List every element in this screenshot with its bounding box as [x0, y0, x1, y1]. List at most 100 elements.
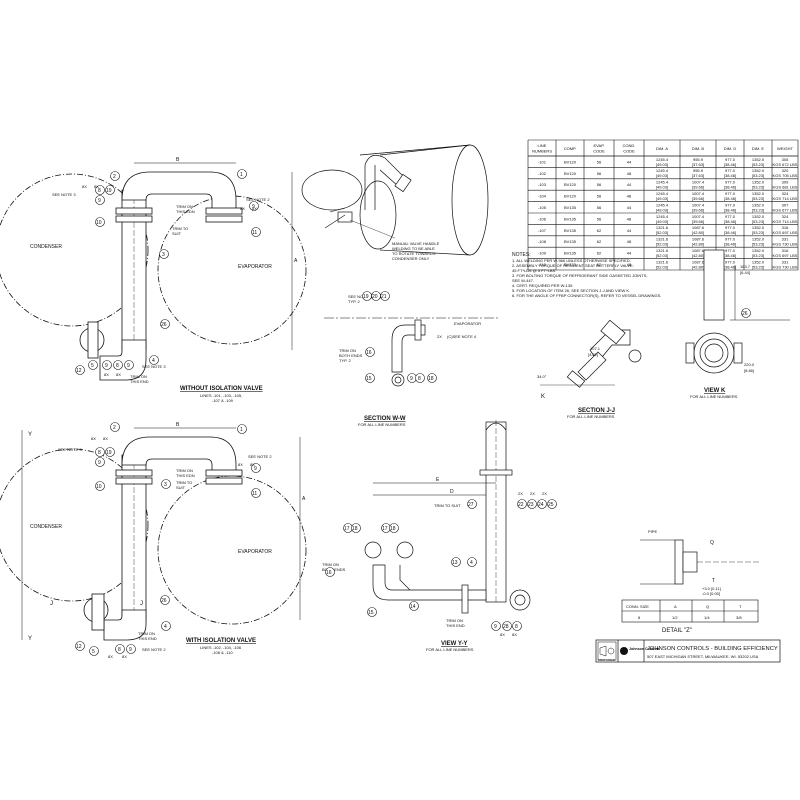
svg-text:10: 10 [96, 220, 102, 226]
table-cell: KGS 714 LBS [773, 219, 798, 224]
svg-text:17: 17 [382, 526, 388, 532]
qty-2x: 2X [530, 491, 535, 496]
first-angle-label: FIRST ANGLE [598, 658, 615, 662]
company-name: JOHNSON CONTROLS - BUILDING EFFICIENCY [647, 646, 778, 652]
note-line: 1. ALL WELDING PER W-966 UNLESS OTHERWIS… [512, 258, 631, 263]
table-cell: [52.03] [656, 264, 668, 269]
qty-8x: 8X [94, 184, 99, 189]
table-cell: [37.63] [692, 173, 704, 178]
qty-2x: 2X [542, 491, 547, 496]
table-cell: [37.63] [692, 162, 704, 167]
table-cell: KGS 714 LBS [773, 196, 798, 201]
flange [115, 215, 153, 223]
table-cell: [38.46] [724, 196, 736, 201]
table-cell: 44 [627, 159, 632, 164]
detail-z-title: DETAIL "Z" [662, 628, 692, 634]
qty-2x: 2X [518, 491, 523, 496]
svg-text:1: 1 [240, 172, 243, 178]
svg-text:13: 13 [452, 560, 458, 566]
company-address: 507 EAST MICHIGAN STREET, MILWAUKEE, WI.… [647, 654, 759, 659]
table-cell: KGS 705 LBS [773, 173, 798, 178]
svg-text:K: K [541, 394, 545, 400]
trim-both-typ-1: TRIM ON [339, 348, 356, 353]
section-ww: EVAPORATOR 2X (C)SEE NOTE 4 SEE NOTE 2 T… [324, 291, 500, 427]
trim-on-this-edn-1: TRIM ON [176, 468, 193, 473]
dim-107-2: [4.22] [588, 352, 598, 357]
table-cell: 1352.0 [752, 157, 765, 162]
svg-text:E: E [436, 477, 440, 483]
svg-text:8: 8 [98, 188, 101, 194]
logo-word: Johnson Controls [629, 647, 660, 651]
table-cell: BV120 [564, 159, 577, 164]
svg-text:B: B [176, 422, 180, 428]
table-cell: 1087.6 [692, 237, 705, 242]
table-cell: BV135 [564, 239, 577, 244]
notes-block: NOTES: 1. ALL WELDING PER W-966 UNLESS O… [512, 252, 661, 298]
svg-text:22: 22 [518, 502, 524, 508]
svg-text:9: 9 [129, 647, 132, 653]
view-k: 163.7 [6.44] 220.0 [8.66] 26 VIEW K FOR … [685, 249, 790, 399]
table-cell: 1245.4 [656, 214, 669, 219]
table-cell: [49.03] [656, 196, 668, 201]
evaporator-shell [157, 195, 307, 345]
trim-both-1: TRIM ON [322, 562, 339, 567]
detail-z: PIPE +3.0 [0.11] -0.0 [0.00] Q T CONN. S… [621, 529, 760, 634]
table-cell: 1007.4 [692, 202, 705, 207]
table-cell: 1245.4 [656, 180, 669, 185]
svg-text:16: 16 [366, 350, 372, 356]
balloons-yy: 17 18 17 18 16 15 14 13 4 9 28 8 22 23 2… [325, 499, 557, 631]
evaporator-label: EVAPORATOR [454, 321, 481, 326]
table-cell: 56 [597, 182, 602, 187]
conn-cell: 8 [638, 615, 641, 620]
trim-to-suit-2: SUIT [176, 485, 186, 490]
svg-text:12: 12 [76, 644, 82, 650]
table-cell: 1007.4 [692, 191, 705, 196]
table-cell: [38.46] [724, 162, 736, 167]
table-cell: [53.23] [752, 207, 764, 212]
with-lines-1: LINES -102, -104, -106 [200, 645, 242, 650]
qty-8x: 8X [252, 206, 257, 211]
see-note-3: SEE NOTE 3 [58, 447, 82, 452]
table-cell: 1352.0 [752, 237, 765, 242]
svg-text:B: B [176, 157, 180, 163]
table-cell: 977.0 [725, 168, 736, 173]
table-cell: BV120 [564, 182, 577, 187]
balloons-top: 2 8 19 9 10 1 9 11 3 26 4 12 5 9 8 9 [75, 169, 261, 375]
table-cell: 62 [597, 262, 602, 267]
svg-text:11: 11 [252, 230, 257, 236]
table-cell: [38.46] [724, 185, 736, 190]
svg-text:J: J [140, 601, 143, 607]
svg-text:15: 15 [368, 610, 374, 616]
table-cell: [38.46] [724, 264, 736, 269]
svg-text:18: 18 [428, 376, 434, 382]
svg-text:5: 5 [91, 363, 94, 369]
qty-8x: 8X [512, 632, 517, 637]
see-note-2: SEE NOTE 2 [248, 454, 272, 459]
table-cell: [38.46] [724, 242, 736, 247]
table-cell: [42.80] [692, 242, 704, 247]
table-cell: [49.03] [656, 173, 668, 178]
table-cell: 1007.4 [692, 214, 705, 219]
see-note-2-typ-1: SEE NOTE 2 [348, 294, 372, 299]
table-cell: 62 [597, 251, 602, 256]
dim-107-1: 107.1 [590, 346, 601, 351]
table-cell: 48 [627, 239, 632, 244]
tol-2: -0.0 [0.00] [702, 591, 720, 596]
table-cell: 1352.0 [752, 225, 765, 230]
svg-text:3: 3 [164, 482, 167, 488]
table-cell: 1245.4 [656, 168, 669, 173]
note-line: 2. ASSEMBLY TORQUE OF RESILIENT SEAT BUT… [512, 263, 634, 268]
flange [205, 215, 243, 223]
table-cell: BV135 [564, 205, 577, 210]
table-cell: 977.0 [725, 225, 736, 230]
balloons-ww: 19 20 21 16 15 9 18 8 [362, 291, 437, 383]
svg-text:26: 26 [161, 322, 167, 328]
table-cell: BV135 [564, 228, 577, 233]
svg-text:16: 16 [326, 570, 332, 576]
svg-text:3: 3 [162, 252, 165, 258]
table-cell: BV120 [564, 194, 577, 199]
table-cell: 56 [597, 171, 602, 176]
dim-2200-2: [8.66] [744, 368, 754, 373]
svg-text:A: A [294, 258, 298, 264]
see-note-2: SEE NOTE 2 [142, 647, 166, 652]
